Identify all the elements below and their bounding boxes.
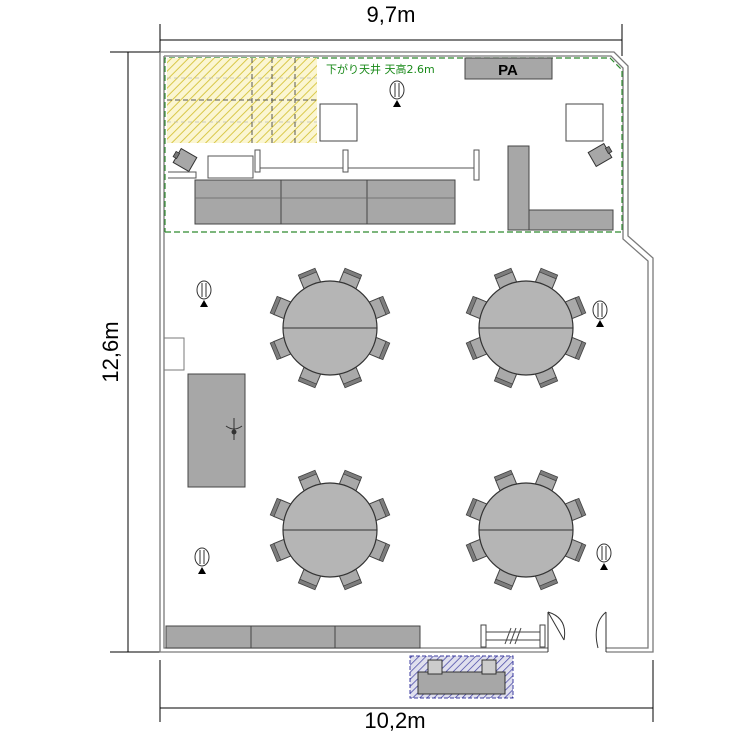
round-table [465, 469, 587, 591]
ceiling-height-note: 下がり天井 天高2.6m [326, 62, 435, 76]
bar-counter [194, 179, 456, 225]
dimension-left: 12,6m [98, 51, 162, 653]
dimension-label-top: 9,7m [367, 2, 416, 27]
pa-label: PA [498, 62, 518, 79]
dimension-label-left: 12,6m [98, 321, 123, 382]
stage-railing [168, 149, 480, 181]
stage-monitor-right [565, 103, 604, 142]
speaker-icon [172, 147, 198, 173]
downlight-icon [592, 300, 608, 327]
round-table [269, 267, 391, 389]
coat-rack [480, 624, 546, 648]
bottom-cabinets [165, 625, 421, 649]
pa-booth: PA [464, 57, 553, 80]
round-table [269, 469, 391, 591]
stage-area: 下がり天井 天高2.6m [164, 57, 623, 233]
door-icon [547, 611, 607, 652]
dimension-bottom: 10,2m [159, 660, 654, 733]
entrance-step [409, 655, 514, 699]
downlight-icon [196, 280, 212, 307]
downlight-icon [389, 80, 405, 107]
speaker-icon [587, 142, 613, 168]
dimension-label-bottom: 10,2m [364, 708, 425, 733]
stage-platform [167, 58, 317, 143]
downlight-icon [194, 547, 210, 574]
buffet-table [187, 373, 246, 488]
stage-monitor-left [319, 103, 358, 142]
dimension-top: 9,7m [159, 2, 623, 56]
side-counter [507, 145, 614, 231]
downlight-icon [596, 543, 612, 570]
round-table [465, 267, 587, 389]
downlights [194, 80, 612, 574]
wall-recess [164, 337, 185, 371]
tables [269, 267, 587, 591]
flower-icon [225, 418, 243, 440]
